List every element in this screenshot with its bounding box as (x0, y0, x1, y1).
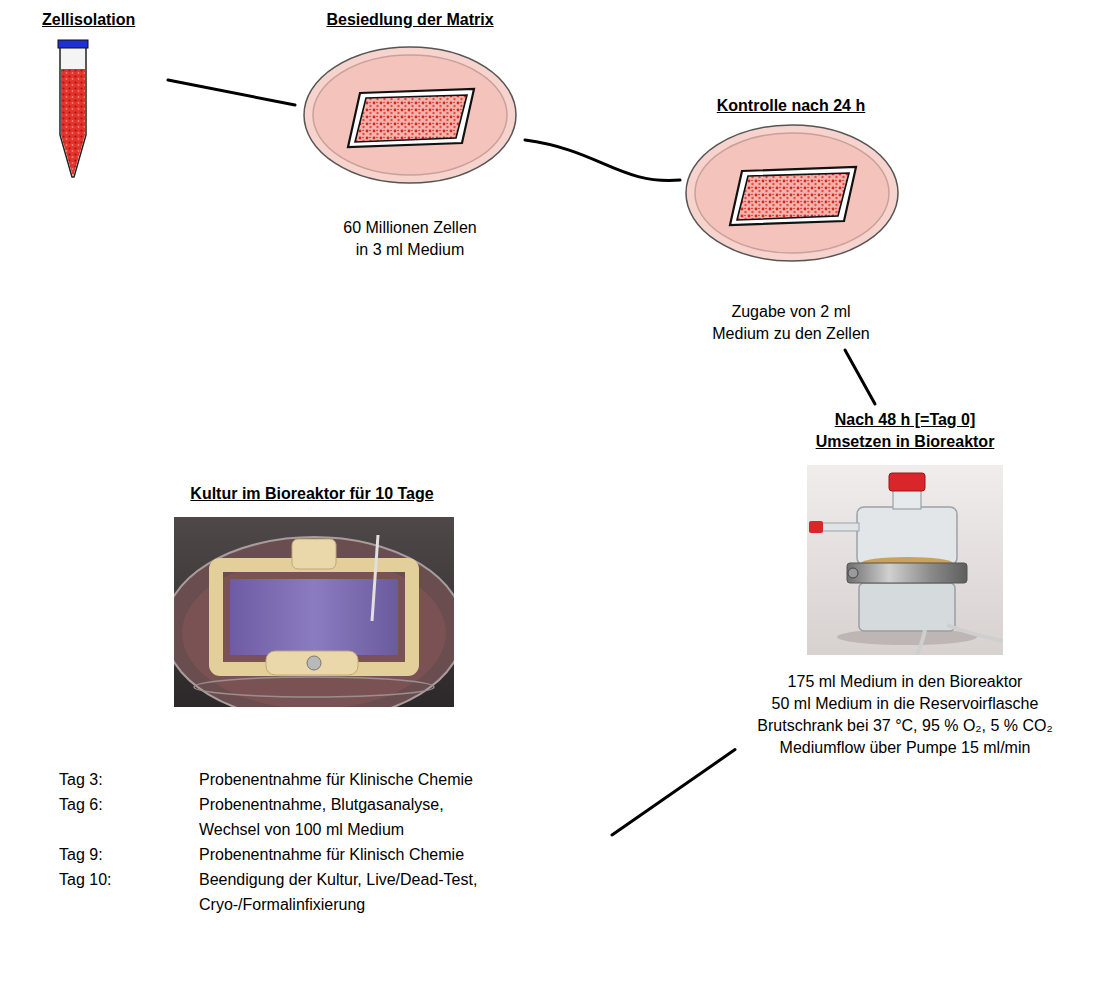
step-group: Kultur im Bioreaktor für 10 Tage Tag 3:P… (45, 478, 612, 922)
step-heading: Besiedlung der Matrix (299, 9, 521, 31)
bioreactor-photo (807, 465, 1003, 655)
illustration-part (807, 465, 1003, 655)
illustration-part (859, 583, 955, 631)
illustration-part (182, 557, 446, 707)
step-group: Besiedlung der Matrix 60 Millionen Zelle… (295, 4, 525, 266)
step-heading: Zellisolation (42, 9, 164, 31)
illustration-part (889, 473, 925, 491)
illustration-part (61, 69, 85, 175)
step-text: Tag 9: (59, 842, 199, 867)
step-text: Tag 3: (59, 767, 199, 792)
illustration-part (292, 539, 336, 569)
illustration-part (372, 535, 378, 621)
step-text: Probenentnahme für Klinische Chemie (199, 767, 504, 792)
illustration-part (809, 521, 823, 533)
step-text: Probenentnahme, Blutgasanalyse, Wechsel … (199, 792, 504, 842)
step-group: Kontrolle nach 24 h Zugabe von 2 ml Medi… (680, 90, 902, 350)
illustration-part (737, 173, 849, 220)
schedule-table: Tag 3:Probenentnahme für Klinische Chemi… (59, 767, 608, 917)
illustration-part (58, 40, 88, 48)
step-text: Brutschrank bei 37 °C, 95 % O₂, 5 % CO₂ (739, 715, 1071, 737)
step-heading: Kontrolle nach 24 h (684, 95, 898, 117)
step-text: Tag 10: (59, 867, 199, 917)
illustration-part (304, 47, 516, 183)
illustration-part (60, 47, 86, 177)
petri-dish (302, 45, 518, 185)
illustration-part (307, 656, 321, 670)
culture-photo (174, 517, 454, 707)
illustration-part (947, 625, 1003, 641)
illustration-part (730, 167, 856, 225)
illustration-part (174, 537, 454, 707)
step-heading: Kultur im Bioreaktor für 10 Tage (167, 483, 457, 505)
step-text: Beendigung der Kultur, Live/Dead-Test, C… (199, 867, 504, 917)
illustration-part (313, 55, 507, 175)
step-group: Nach 48 h [=Tag 0] Umsetzen in Bioreakto… (735, 404, 1075, 764)
illustration-part (194, 677, 434, 697)
step-text: 175 ml Medium in den Bioreaktor (739, 671, 1071, 693)
illustration-part (848, 568, 858, 578)
step-text: Probenentnahme für Klinisch Chemie (199, 842, 504, 867)
connector-line (525, 140, 680, 180)
illustration-part (266, 651, 358, 675)
illustration-part (917, 630, 925, 655)
illustration-part (348, 89, 474, 147)
illustration-part (893, 489, 921, 509)
connector-line (168, 80, 295, 105)
illustration-part (355, 95, 467, 142)
connector-line (612, 750, 735, 835)
illustration-part (695, 133, 889, 253)
connector-line (845, 350, 875, 404)
centrifuge-tube (56, 39, 90, 179)
illustration-part (686, 125, 898, 261)
illustration-part (847, 563, 967, 583)
step-group: Zellisolation (38, 4, 168, 184)
illustration-part (819, 523, 859, 531)
step-text: Zugabe von 2 ml Medium zu den Zellen (709, 301, 874, 345)
step-text: Mediumflow über Pumpe 15 ml/min (739, 737, 1071, 759)
step-text: 50 ml Medium in die Reservoirflasche (739, 693, 1071, 715)
step-heading: Nach 48 h [=Tag 0] Umsetzen in Bioreakto… (805, 409, 1005, 453)
step-text: 60 Millionen Zellen in 3 ml Medium (338, 217, 483, 261)
petri-dish (684, 123, 900, 263)
step-text: Tag 6: (59, 792, 199, 842)
illustration-part (857, 507, 957, 565)
